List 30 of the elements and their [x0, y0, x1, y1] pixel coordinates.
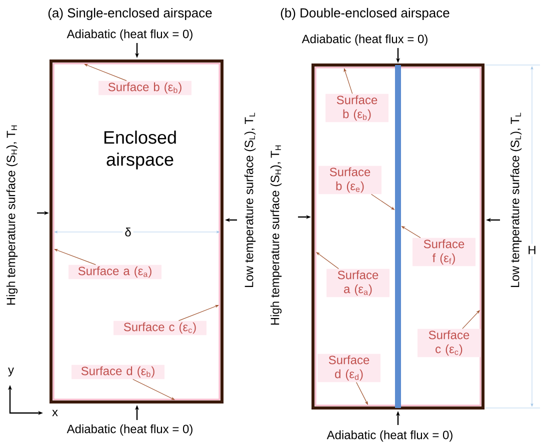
- boundary-label: High temperature surface (S$_{H}$), T$_{H}$: [270, 146, 282, 325]
- boundary-label: High temperature surface (S$_{H}$), T$_{H}$: [6, 126, 18, 305]
- boundary-label: Adiabatic (heat flux = 0): [66, 424, 192, 436]
- surface-label: Surface c (ε$_{c}$): [114, 320, 206, 336]
- axis-label: y: [8, 368, 14, 376]
- axis-label: x: [52, 410, 58, 416]
- boundary-label: Adiabatic (heat flux = 0): [66, 29, 192, 41]
- leader-line: [316, 252, 339, 269]
- boundary-label: Adiabatic (heat flux = 0): [326, 430, 452, 442]
- surface-label: Surface b (ε$_{b}$): [326, 94, 388, 122]
- boundary-label: Adiabatic (heat flux = 0): [302, 34, 428, 46]
- enclosure-box: [312, 64, 484, 410]
- leader-line: [462, 310, 480, 329]
- panel-title: (b) Double-enclosed airspace: [280, 8, 450, 20]
- surface-label: Surface d (ε$_{b}$): [72, 364, 164, 380]
- surface-label: Surface b (ε$_{b}$): [98, 80, 192, 96]
- surface-label: Surface c (ε$_{c}$): [418, 328, 480, 358]
- surface-label: Surface a (ε$_{a}$): [68, 264, 162, 280]
- panel-title: (a) Single-enclosed airspace: [48, 8, 212, 20]
- boundary-label: Low temperature surface (S$_{L}$), T$_{L}$: [510, 112, 522, 287]
- boundary-label: Low temperature surface (S$_{L}$), T$_{L}$: [244, 112, 256, 287]
- dimension-label: H: [526, 244, 538, 256]
- surface-label: Surface b (ε$_{e}$): [318, 166, 382, 194]
- dimension-label: δ: [122, 226, 134, 238]
- surface-label: Surface a (ε$_{a}$): [326, 268, 390, 298]
- partition-bar: [395, 65, 401, 408]
- leader-line: [356, 382, 368, 405]
- surface-label: Surface d (ε$_{d}$): [318, 354, 380, 382]
- surface-label: Surface f (ε$_{f}$): [412, 238, 476, 266]
- leader-line: [132, 378, 175, 400]
